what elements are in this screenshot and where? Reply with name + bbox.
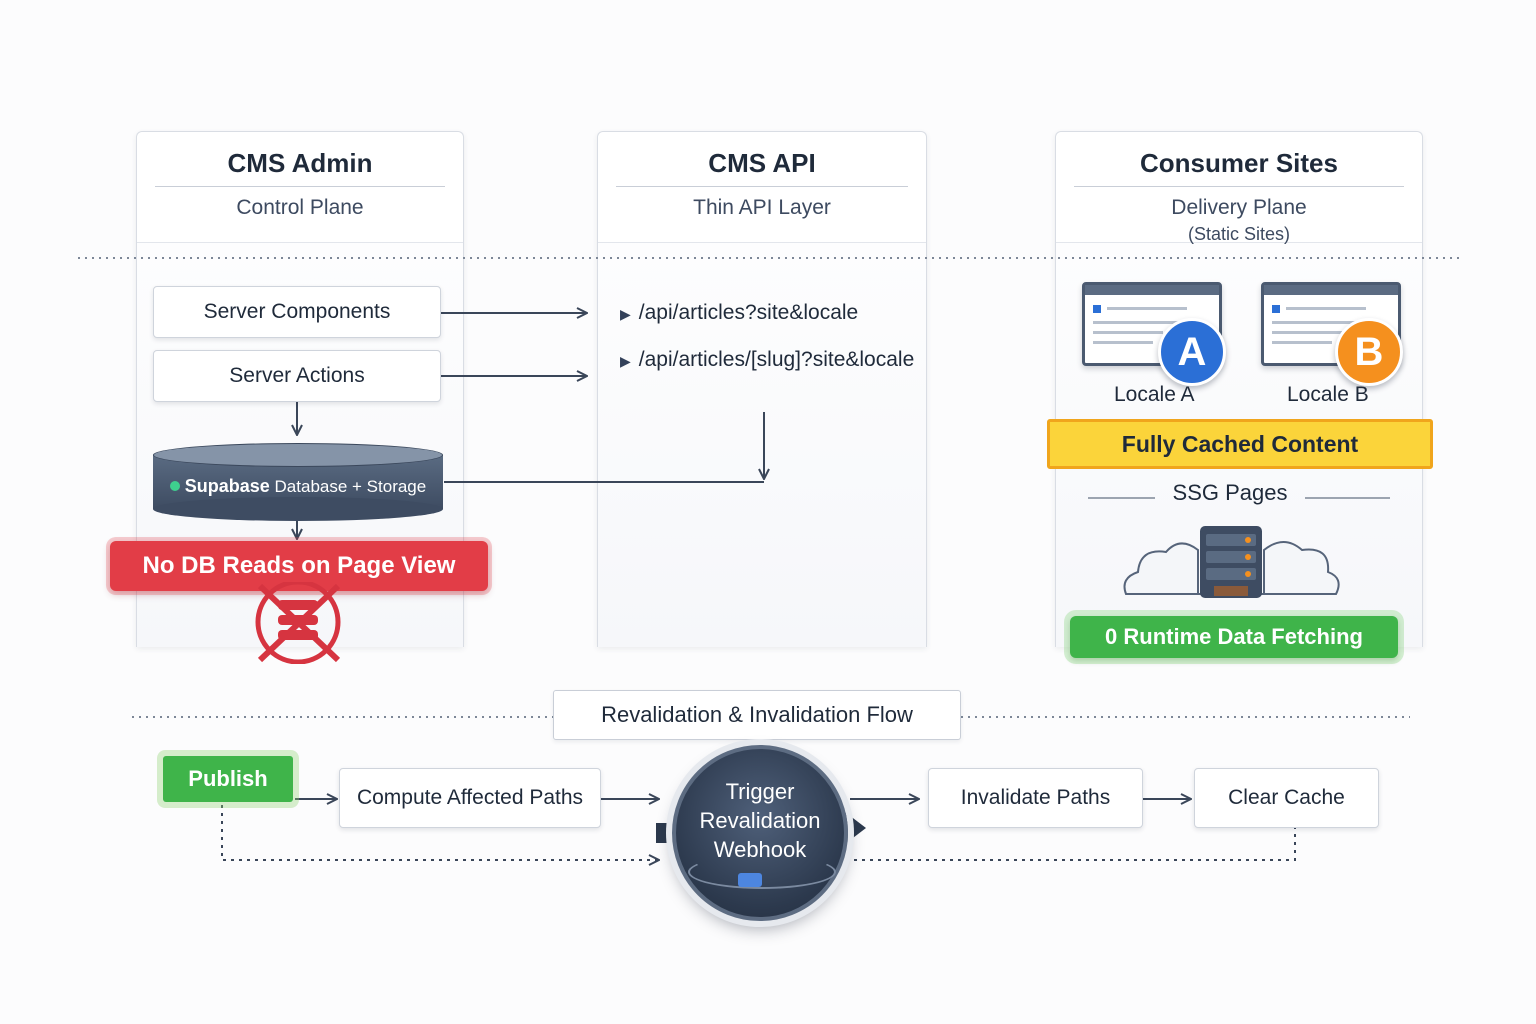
invalidate-paths-box: Invalidate Paths [928, 768, 1143, 828]
publish-label: Publish [188, 766, 268, 791]
endpoint-article-detail: ▶ /api/articles/[slug]?site&locale [620, 348, 914, 372]
locale-a-letter: A [1177, 329, 1207, 374]
fully-cached-banner: Fully Cached Content [1047, 419, 1433, 469]
server-components-box: Server Components [153, 286, 441, 338]
divider [1074, 186, 1404, 187]
locale-a-badge: A [1158, 318, 1226, 386]
no-database-icon [255, 582, 341, 664]
database-label: Supabase Database + Storage [153, 476, 443, 497]
clear-cache-label: Clear Cache [1228, 786, 1345, 809]
play-bullet-icon: ▶ [620, 306, 631, 322]
webhook-plug-icon [738, 873, 762, 887]
revalidation-webhook-hub: Trigger Revalidation Webhook [672, 745, 848, 921]
publish-button[interactable]: Publish [163, 756, 293, 802]
hub-label-line: Revalidation [699, 808, 821, 833]
consumer-sites-subtitle-note: (Static Sites) [1187, 224, 1291, 244]
cms-api-title: CMS API [708, 148, 816, 178]
hub-port-left-icon [656, 823, 672, 843]
cms-api-panel: CMS API Thin API Layer [597, 131, 927, 647]
hub-label-line: Trigger [725, 779, 795, 804]
locale-a-label: Locale A [1114, 383, 1195, 406]
compute-paths-box: Compute Affected Paths [339, 768, 601, 828]
server-actions-label: Server Actions [229, 364, 365, 387]
endpoint-path: /api/articles/[slug]?site&locale [638, 348, 915, 371]
server-actions-box: Server Actions [153, 350, 441, 402]
database-description: Database + Storage [274, 477, 427, 496]
no-db-reads-badge: No DB Reads on Page View [110, 541, 488, 591]
runtime-fetching-banner: 0 Runtime Data Fetching [1070, 616, 1398, 658]
play-bullet-icon: ▶ [620, 353, 631, 369]
flow-title: Revalidation & Invalidation Flow [601, 702, 913, 727]
fully-cached-label: Fully Cached Content [1121, 430, 1359, 457]
locale-b-letter: B [1354, 329, 1384, 374]
consumer-sites-header: Consumer Sites Delivery Plane (Static Si… [1056, 132, 1422, 244]
cms-api-subtitle: Thin API Layer [693, 196, 831, 219]
database-brand: Supabase [184, 476, 270, 496]
consumer-sites-title: Consumer Sites [1140, 148, 1338, 178]
no-db-reads-label: No DB Reads on Page View [142, 552, 456, 579]
locale-b-label: Locale B [1287, 383, 1369, 406]
endpoint-path: /api/articles?site&locale [638, 301, 859, 324]
locale-b-badge: B [1335, 318, 1403, 386]
divider [616, 186, 908, 187]
supabase-dot-icon [169, 481, 180, 491]
compute-paths-label: Compute Affected Paths [356, 786, 584, 809]
divider [155, 186, 445, 187]
feedback-line-left [221, 805, 658, 860]
ssg-pages-label: SSG Pages [1172, 480, 1288, 505]
flow-title-box: Revalidation & Invalidation Flow [553, 690, 961, 740]
server-components-label: Server Components [203, 300, 391, 323]
cms-admin-title: CMS Admin [227, 148, 373, 178]
cable-icon [688, 855, 836, 889]
invalidate-paths-label: Invalidate Paths [960, 786, 1111, 809]
cms-admin-header: CMS Admin Control Plane [137, 132, 463, 243]
database-icon: Supabase Database + Storage [153, 443, 443, 521]
endpoint-articles-list: ▶ /api/articles?site&locale [620, 301, 858, 325]
cms-admin-subtitle: Control Plane [236, 196, 364, 219]
clear-cache-box: Clear Cache [1194, 768, 1379, 828]
feedback-line-right [854, 828, 1296, 861]
runtime-fetching-label: 0 Runtime Data Fetching [1105, 624, 1363, 649]
hub-label: Trigger Revalidation Webhook [676, 777, 844, 864]
hub-port-right-icon [845, 812, 866, 844]
consumer-sites-subtitle: Delivery Plane [1171, 196, 1307, 219]
cms-api-header: CMS API Thin API Layer [598, 132, 926, 243]
cloud-server-icon [1123, 526, 1340, 598]
